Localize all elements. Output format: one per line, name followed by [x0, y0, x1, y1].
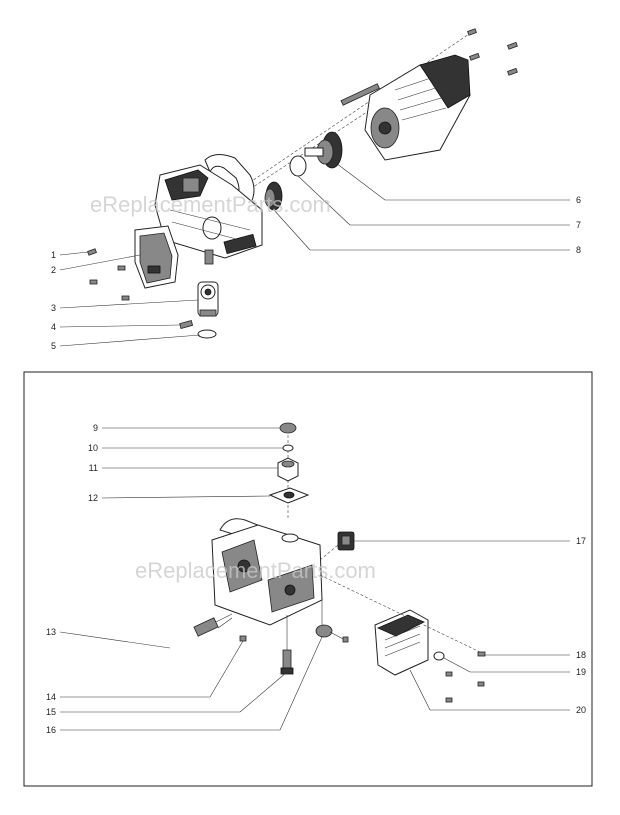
- cover-plate-part-2: [134, 225, 179, 289]
- callout-3: 3: [51, 303, 56, 313]
- callout-4: 4: [51, 322, 56, 332]
- screw-part-18: [477, 651, 486, 657]
- watermark-upper: eReplacementParts.com: [90, 192, 331, 217]
- plate-part-12: [268, 487, 310, 504]
- callout-5: 5: [51, 341, 56, 351]
- control-box-part-20: [374, 609, 429, 676]
- callout-16: 16: [46, 725, 56, 735]
- callout-10: 10: [88, 443, 98, 453]
- callout-11: 11: [89, 463, 98, 473]
- washer-part-19: [433, 651, 445, 661]
- sensor-part-16: [315, 600, 349, 643]
- callout-7: 7: [576, 220, 581, 230]
- cable-part-13: [138, 613, 233, 691]
- callout-15: 15: [46, 707, 56, 717]
- pin-part-4: [179, 320, 194, 329]
- gear-part-6: [304, 131, 343, 169]
- motor-housing: [340, 54, 471, 161]
- frame-housing: [211, 518, 323, 626]
- washer-part-7: [289, 155, 307, 177]
- pump-housing: [154, 154, 263, 265]
- motor-screws: [467, 28, 518, 76]
- callout-12: 12: [88, 493, 98, 503]
- callout-8: 8: [576, 245, 581, 255]
- lower-assembly-frame: [23, 371, 593, 787]
- callout-14: 14: [46, 692, 56, 702]
- callout-9: 9: [93, 423, 98, 433]
- probe-part-15: [280, 615, 294, 675]
- screw-part-14: [239, 635, 247, 642]
- cover-screws: [87, 248, 130, 301]
- o-ring-part-5: [197, 329, 217, 339]
- nut-part-11: [277, 457, 299, 482]
- switch-part-17: [337, 531, 355, 551]
- callout-20: 20: [576, 705, 586, 715]
- washer-part-10: [282, 444, 294, 452]
- callout-18: 18: [576, 650, 586, 660]
- callout-17: 17: [576, 536, 586, 546]
- callout-2: 2: [51, 265, 56, 275]
- callout-1: 1: [51, 250, 56, 260]
- callout-6: 6: [576, 195, 581, 205]
- upper-assembly: 1 2 3 4 5 6 7 8 eReplacementParts.com: [51, 28, 581, 351]
- callout-13: 13: [46, 627, 56, 637]
- callout-19: 19: [576, 667, 586, 677]
- control-box-screws: [445, 671, 485, 703]
- lower-assembly: 9 10 11 12 13 14 15 16 17 18 19 20 eRepl…: [46, 422, 586, 735]
- cap-part-9: [279, 422, 297, 434]
- watermark-lower: eReplacementParts.com: [135, 558, 376, 583]
- valve-part-3: [197, 281, 219, 317]
